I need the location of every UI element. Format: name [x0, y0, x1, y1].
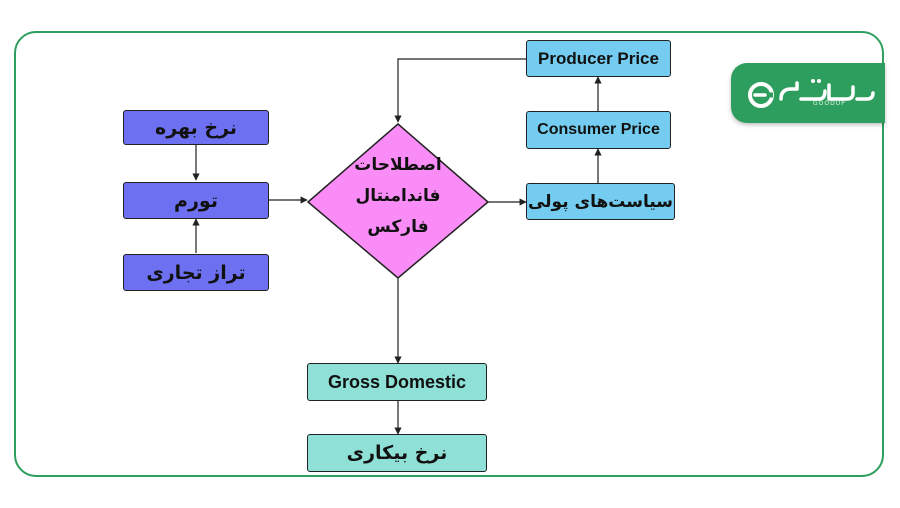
- inflation-box: تورم: [123, 182, 269, 219]
- interest-rate-label: نرخ بهره: [155, 116, 237, 139]
- monetary-policy-label: سیاست‌های پولی: [527, 191, 674, 212]
- center-line-2: فاندامنتال: [355, 186, 441, 206]
- center-line-1: اصطلاحات: [354, 155, 442, 175]
- trade-balance-box: تراز تجاری: [123, 254, 269, 291]
- consumer-price-label: Consumer Price: [537, 121, 660, 138]
- consumer-price-box: Consumer Price: [526, 111, 671, 149]
- gross-domestic-box: Gross Domestic: [307, 363, 487, 401]
- brand-logo: GOODUP: [731, 63, 885, 123]
- center-line-3: فارکس: [367, 217, 429, 237]
- inflation-label: تورم: [174, 189, 218, 212]
- producer-price-box: Producer Price: [526, 40, 671, 77]
- monetary-policy-box: سیاست‌های پولی: [526, 183, 675, 220]
- interest-rate-box: نرخ بهره: [123, 110, 269, 145]
- unemployment-rate-label: نرخ بیکاری: [346, 442, 448, 464]
- gross-domestic-label: Gross Domestic: [327, 371, 467, 392]
- center-diamond-text: اصطلاحات فاندامنتال فارکس: [318, 150, 478, 243]
- brand-logo-icon: [748, 79, 875, 108]
- producer-price-label: Producer Price: [538, 48, 659, 68]
- unemployment-rate-box: نرخ بیکاری: [307, 434, 487, 472]
- trade-balance-label: تراز تجاری: [146, 261, 246, 284]
- brand-logo-subtext: GOODUP: [813, 100, 846, 107]
